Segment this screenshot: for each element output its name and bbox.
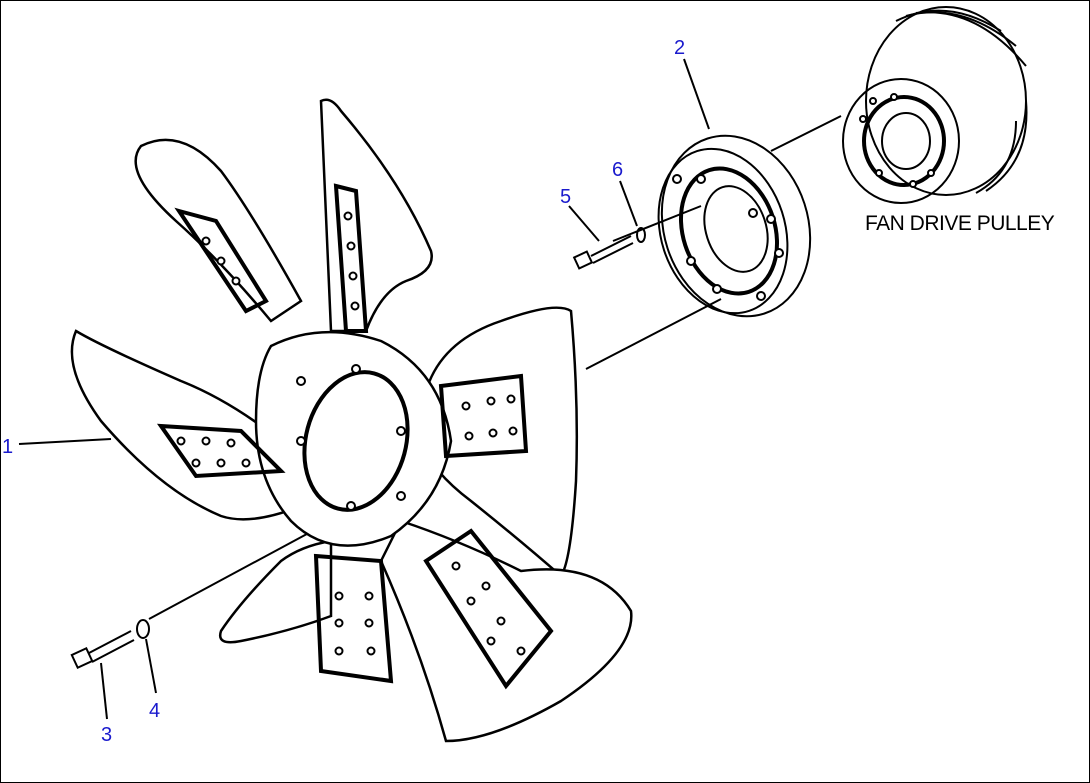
- callout-6: 6: [612, 159, 623, 181]
- spacer-part-2: [657, 134, 812, 318]
- washer-part-4: [136, 619, 150, 639]
- bolt-part-3: [70, 630, 135, 670]
- leader-lines: [18, 58, 710, 720]
- alignment-line-bolt-lower: [148, 520, 332, 620]
- bolt-part-5: [572, 235, 634, 270]
- callout-4: 4: [149, 700, 160, 722]
- alignment-line-bolt-upper: [612, 205, 702, 242]
- callout-2: 2: [674, 37, 685, 59]
- callout-5: 5: [560, 186, 571, 208]
- washer-part-6: [636, 227, 646, 243]
- fan-drive-pulley: [842, 6, 1028, 204]
- fan-drive-pulley-label: FAN DRIVE PULLEY: [865, 212, 1055, 235]
- callout-3: 3: [101, 724, 112, 746]
- callout-1: 1: [2, 436, 13, 458]
- alignment-line-spacer: [585, 298, 722, 370]
- alignment-line-pulley: [770, 115, 842, 152]
- fan-part-1: [70, 98, 633, 743]
